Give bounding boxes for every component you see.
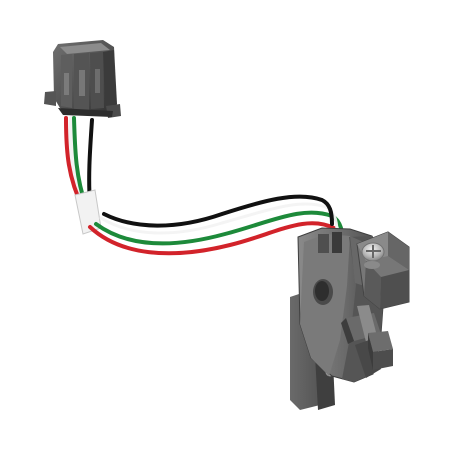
screw [361,242,385,269]
connector [44,40,121,118]
switch-body [297,227,410,383]
wire-harness [64,115,348,257]
